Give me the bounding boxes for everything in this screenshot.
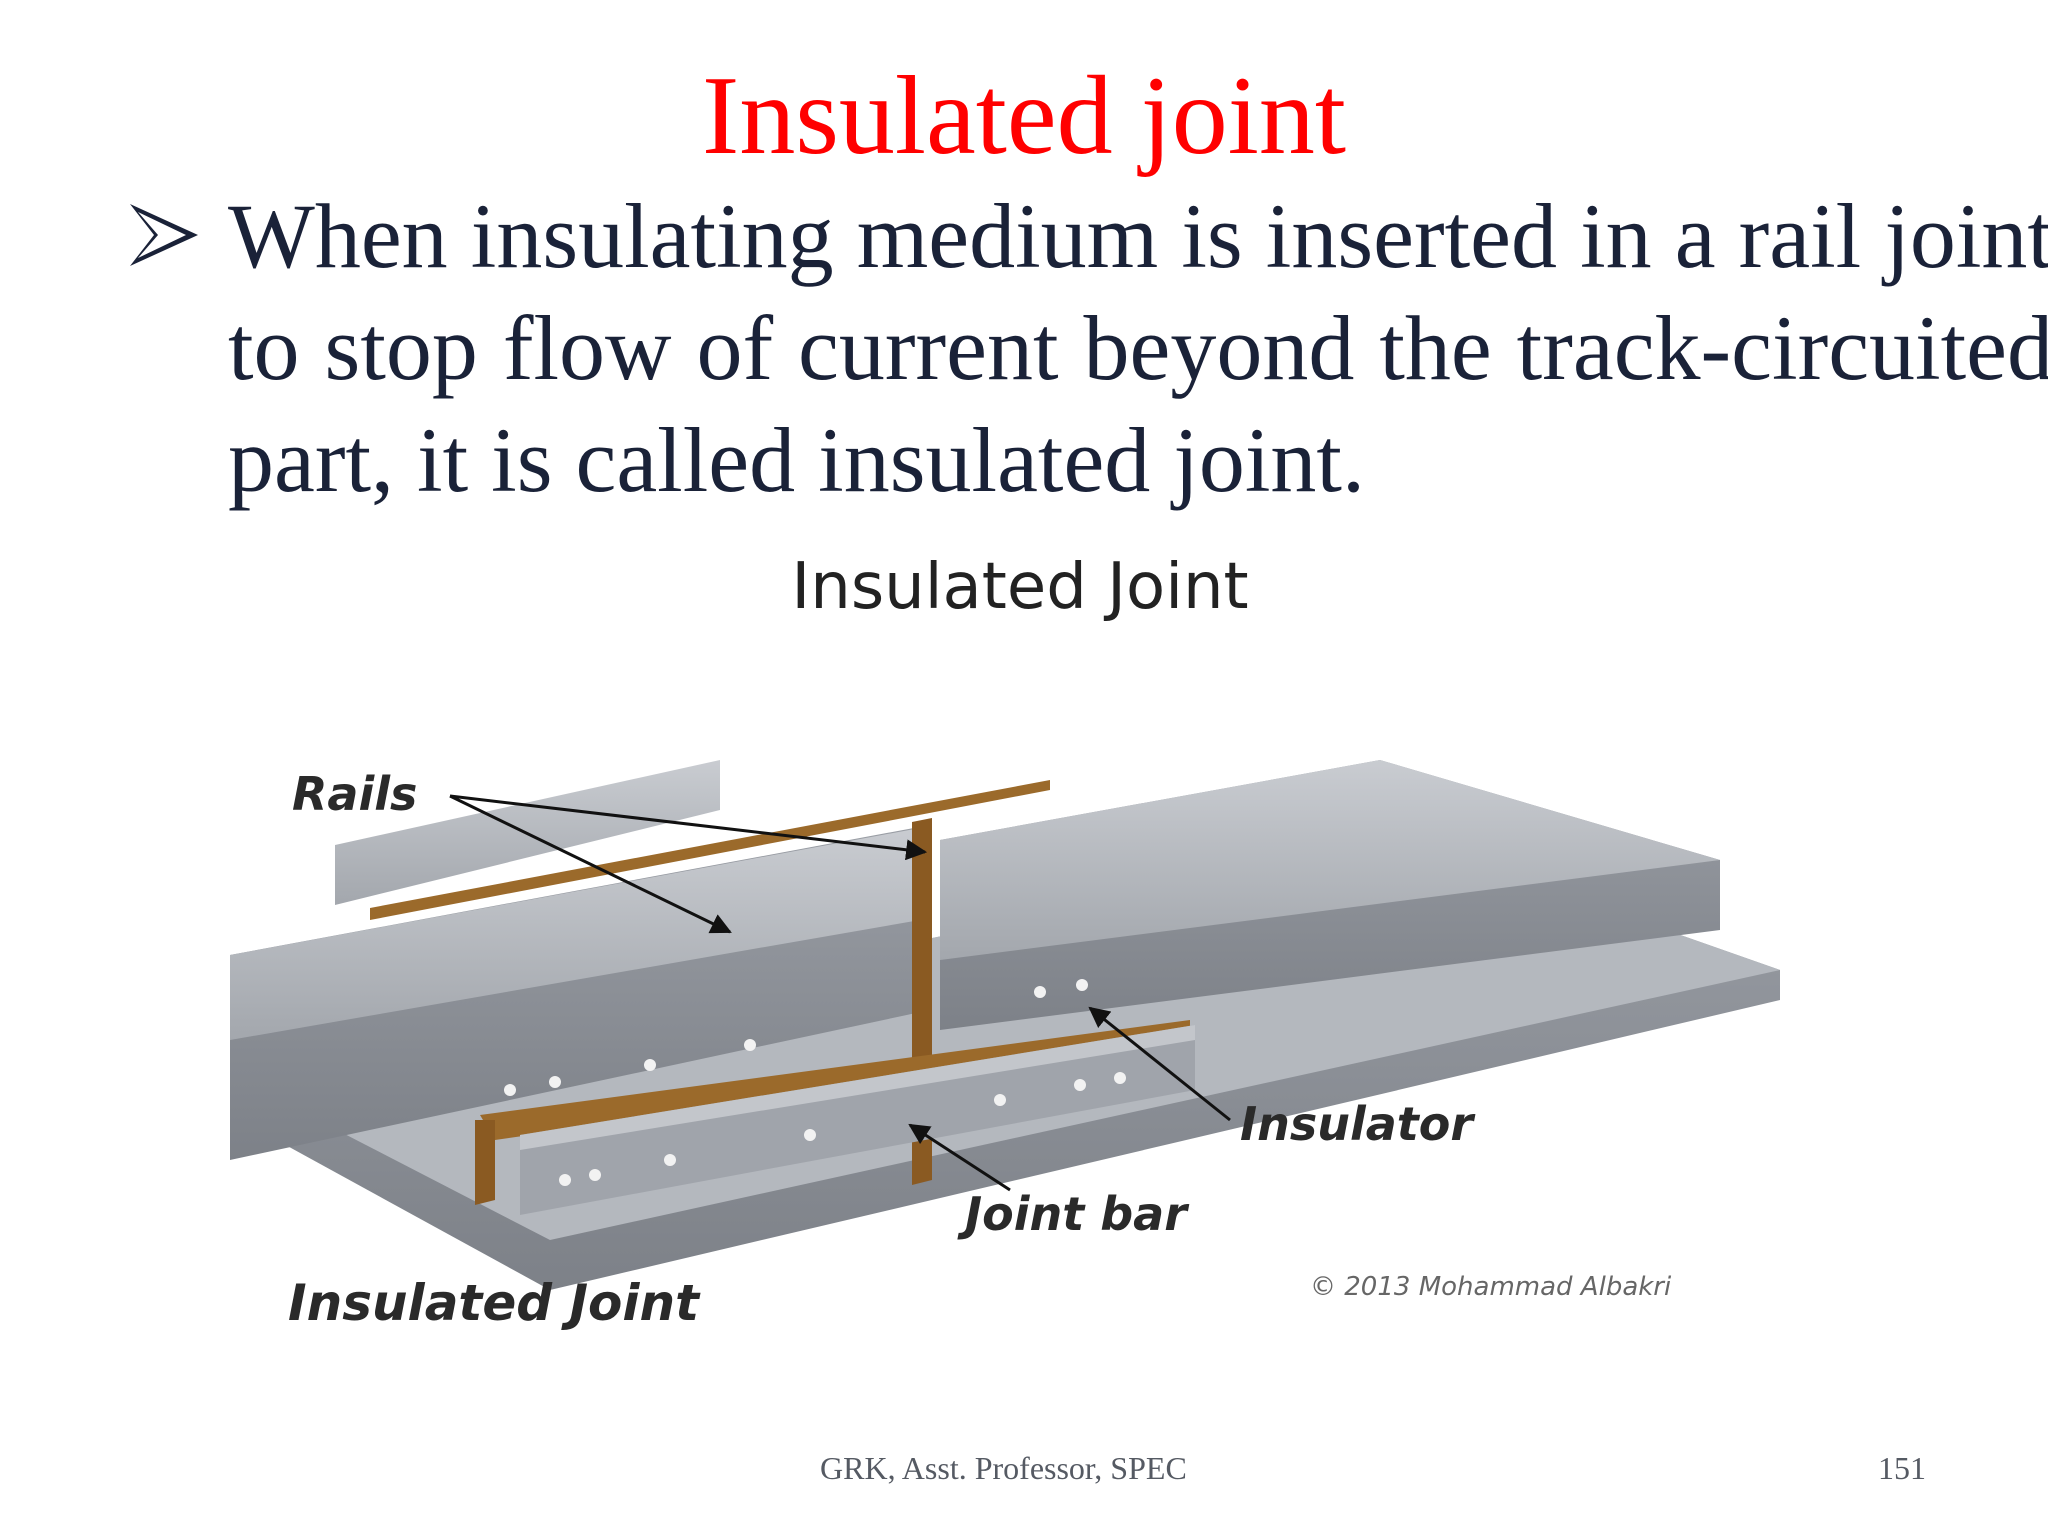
rail-right-head xyxy=(940,760,1720,960)
footer-author: GRK, Asst. Professor, SPEC xyxy=(820,1450,1187,1486)
insulated-joint-diagram: Insulated Joint Rails Insulator Joint ba… xyxy=(230,560,1780,1332)
rail-left-head xyxy=(230,828,920,1040)
page-number: 151 xyxy=(1878,1450,1926,1486)
slide-title: Insulated joint xyxy=(702,54,1346,178)
bullet-text: When insulating medium is inserted in a … xyxy=(228,185,2048,511)
figure-copyright: © 2013 Mohammad Albakri xyxy=(1310,1272,1672,1302)
label-rails: Rails xyxy=(292,767,417,821)
figure-caption: Insulated Joint xyxy=(288,1274,701,1332)
insulator-flange xyxy=(475,1120,495,1205)
insulator-joint-bar xyxy=(480,1020,1190,1140)
joint-bar xyxy=(520,1025,1195,1215)
label-insulator: Insulator xyxy=(1240,1097,1476,1151)
insulator-strip-upper xyxy=(370,780,1050,920)
leader-arrows xyxy=(449,794,1231,1192)
figure-title: Insulated Joint xyxy=(791,560,1248,624)
bolt-holes xyxy=(504,979,1126,1186)
arrowhead-bullet-icon xyxy=(130,204,198,266)
label-joint-bar: Joint bar xyxy=(957,1187,1190,1241)
